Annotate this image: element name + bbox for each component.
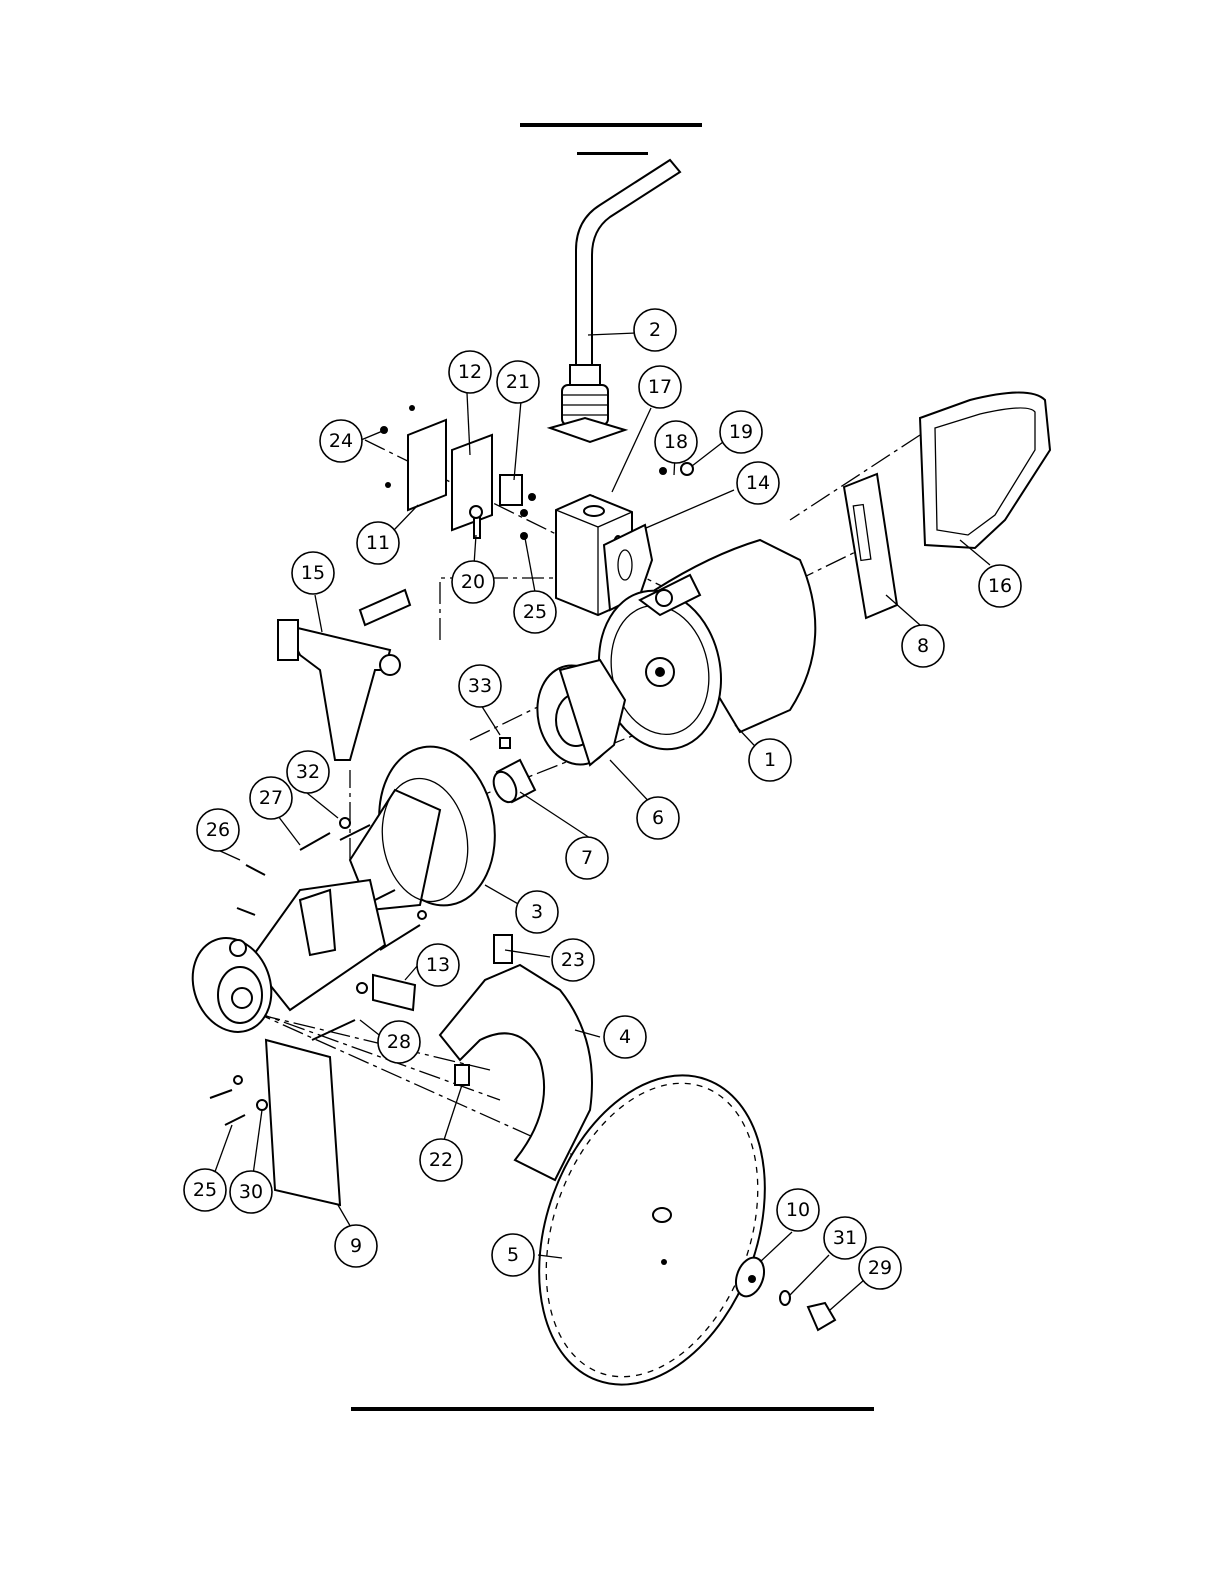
- callout-3: 3: [516, 891, 558, 933]
- callout-26: 26: [197, 809, 239, 851]
- callout-label: 33: [468, 675, 492, 697]
- coupling-part: [489, 738, 535, 806]
- callout-25-lower: 25: [184, 1169, 226, 1211]
- callout-27: 27: [250, 777, 292, 819]
- callout-15: 15: [292, 552, 334, 594]
- callout-label: 23: [561, 949, 585, 971]
- title-rule: [520, 123, 702, 127]
- callout-label: 32: [296, 761, 320, 783]
- callout-24: 24: [320, 420, 362, 462]
- callout-label: 16: [988, 575, 1012, 597]
- callout-label: 29: [868, 1257, 892, 1279]
- callout-9: 9: [335, 1225, 377, 1267]
- callout-label: 11: [366, 532, 390, 554]
- callout-14: 14: [737, 462, 779, 504]
- callout-label: 24: [329, 430, 353, 452]
- mounting-plate-part: [844, 474, 897, 618]
- handle-part: [920, 393, 1050, 549]
- callout-19: 19: [720, 411, 762, 453]
- callout-label: 25: [523, 601, 547, 623]
- callout-label: 18: [664, 431, 688, 453]
- callout-20: 20: [452, 561, 494, 603]
- callout-25-upper: 25: [514, 591, 556, 633]
- callout-label: 10: [786, 1199, 810, 1221]
- callout-21: 21: [497, 361, 539, 403]
- callout-label: 14: [746, 472, 770, 494]
- callout-label: 7: [581, 847, 593, 869]
- callout-33: 33: [459, 665, 501, 707]
- callout-label: 12: [458, 361, 482, 383]
- callout-16: 16: [979, 565, 1021, 607]
- callout-32: 32: [287, 751, 329, 793]
- callout-label: 22: [429, 1149, 453, 1171]
- callout-label: 8: [917, 635, 929, 657]
- side-plate-part: [266, 1040, 340, 1205]
- callout-7: 7: [566, 837, 608, 879]
- callout-23: 23: [552, 939, 594, 981]
- callout-label: 30: [239, 1181, 263, 1203]
- small-bracket-part: [357, 975, 415, 1010]
- arm-hub-part: [180, 880, 385, 1043]
- callout-label: 6: [652, 807, 664, 829]
- callout-label: 28: [387, 1031, 411, 1053]
- callout-1: 1: [749, 739, 791, 781]
- callout-label: 27: [259, 787, 283, 809]
- callout-label: 3: [531, 901, 543, 923]
- callout-17: 17: [639, 366, 681, 408]
- callout-label: 13: [426, 954, 450, 976]
- callout-label: 1: [764, 749, 776, 771]
- callout-18: 18: [655, 421, 697, 463]
- callout-label: 31: [833, 1227, 857, 1249]
- callout-30: 30: [230, 1171, 272, 1213]
- callout-6: 6: [637, 797, 679, 839]
- adapter-flange-part: [528, 658, 625, 772]
- callout-label: 25: [193, 1179, 217, 1201]
- callout-2: 2: [634, 309, 676, 351]
- callout-label: 19: [729, 421, 753, 443]
- callout-22: 22: [420, 1139, 462, 1181]
- callout-5: 5: [492, 1234, 534, 1276]
- callout-label: 9: [350, 1235, 362, 1257]
- callout-label: 17: [648, 376, 672, 398]
- callout-label: 15: [301, 562, 325, 584]
- callout-label: 2: [649, 319, 661, 341]
- callout-12: 12: [449, 351, 491, 393]
- subtitle-rule: [577, 152, 648, 155]
- callout-8: 8: [902, 625, 944, 667]
- callout-11: 11: [357, 522, 399, 564]
- callout-label: 4: [619, 1026, 631, 1048]
- callout-label: 26: [206, 819, 230, 841]
- callout-13: 13: [417, 944, 459, 986]
- callout-4: 4: [604, 1016, 646, 1058]
- footer-rule: [351, 1407, 874, 1411]
- callout-label: 21: [506, 371, 530, 393]
- callout-label: 20: [461, 571, 485, 593]
- callout-label: 5: [507, 1244, 519, 1266]
- gearbox-housing-part: [350, 737, 507, 914]
- lift-bracket-part: [278, 590, 410, 760]
- callout-28: 28: [378, 1021, 420, 1063]
- callout-29: 29: [859, 1247, 901, 1289]
- callout-10: 10: [777, 1189, 819, 1231]
- callout-31: 31: [824, 1217, 866, 1259]
